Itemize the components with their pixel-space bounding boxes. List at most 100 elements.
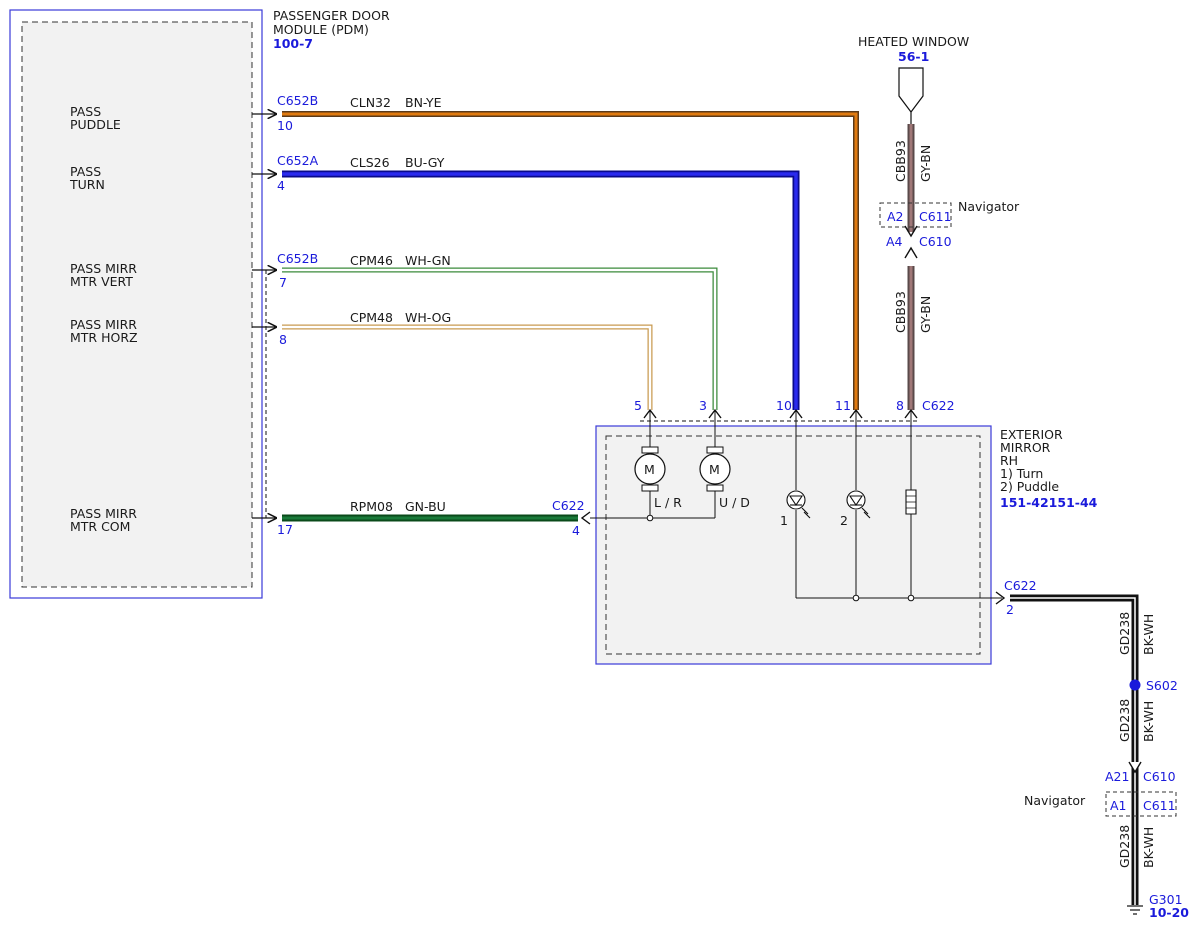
pdm-module[interactable] (9, 9, 263, 599)
option-note: Navigator (958, 199, 1020, 214)
connector-label: C610 (1143, 769, 1176, 784)
pin-number: 5 (634, 398, 642, 413)
pin-number: 8 (896, 398, 904, 413)
junction-dot (907, 594, 915, 602)
wire-color-label: BK-WH (1141, 614, 1156, 655)
wire-color-label: BK-WH (1141, 701, 1156, 742)
pin-number: 3 (699, 398, 707, 413)
pin-number: A1 (1110, 798, 1127, 813)
wire-color-label: GY-BN (918, 296, 933, 333)
motor-label: U / D (719, 495, 750, 510)
connector-label: C652B (277, 251, 318, 266)
pdm-pin-label: MTR COM (70, 519, 130, 534)
led-turn-icon (786, 490, 811, 519)
pin-number: 8 (279, 332, 287, 347)
wire-color-label: GN-BU (405, 499, 446, 514)
chevron-left-icon (580, 511, 591, 525)
inline-connector-c611[interactable] (1105, 791, 1177, 817)
chevron-up-icon (904, 246, 918, 259)
motor-lr-icon (634, 446, 666, 492)
pin-number: A4 (886, 234, 903, 249)
circuit-label: GD238 (1117, 699, 1132, 742)
pdm-pin-label: MTR HORZ (70, 330, 138, 345)
lamp-number: 1 (780, 513, 788, 528)
wire-cpm48[interactable] (282, 324, 653, 410)
heated-window-label: HEATED WINDOW (858, 34, 969, 49)
mirror-label: 1) Turn (1000, 466, 1043, 481)
splice-label: S602 (1146, 678, 1178, 693)
connector-label: C611 (919, 209, 952, 224)
wire-color-label: GY-BN (918, 145, 933, 182)
connector-label: C622 (552, 498, 585, 513)
circuit-label: RPM08 (350, 499, 393, 514)
connector-label: C610 (919, 234, 952, 249)
mirror-label: EXTERIOR (1000, 427, 1063, 442)
circuit-label: CLN32 (350, 95, 391, 110)
option-note: Navigator (1024, 793, 1086, 808)
wire-gd238-upper[interactable] (1010, 594, 1139, 905)
motor-ud-icon (699, 446, 731, 492)
circuit-label: GD238 (1117, 825, 1132, 868)
connector-label: C652B (277, 93, 318, 108)
pdm-ref[interactable]: 100-7 (273, 36, 313, 51)
pin-number: A21 (1105, 769, 1129, 784)
pdm-title-line2: MODULE (PDM) (273, 22, 369, 37)
pin-number: 4 (277, 178, 285, 193)
pin-number: 11 (835, 398, 851, 413)
connector-label: C611 (1143, 798, 1176, 813)
wire-color-label: BN-YE (405, 95, 442, 110)
mirror-label: RH (1000, 453, 1018, 468)
wire-color-label: WH-GN (405, 253, 451, 268)
wire-color-label: BU-GY (405, 155, 445, 170)
wire-cpm46[interactable] (282, 267, 718, 410)
motor-symbol: M (644, 462, 655, 477)
circuit-label: CBB93 (893, 140, 908, 182)
pdm-pin-label: PASS (70, 164, 101, 179)
circuit-label: GD238 (1117, 612, 1132, 655)
wire-color-label: WH-OG (405, 310, 451, 325)
heater-grid-icon (906, 495, 916, 509)
circuit-label: CPM46 (350, 253, 393, 268)
pdm-pin-label: MTR VERT (70, 274, 133, 289)
connector-label: C622 (1004, 578, 1037, 593)
pin-number: 4 (572, 523, 580, 538)
pdm-pin-label: TURN (69, 177, 105, 192)
led-puddle-icon (846, 490, 871, 519)
pdm-pin-label: PUDDLE (70, 117, 121, 132)
ground-symbol-icon (1127, 905, 1143, 915)
wire-color-label: BK-WH (1141, 827, 1156, 868)
pin-number: 2 (1006, 602, 1014, 617)
junction-dot (852, 594, 860, 602)
circuit-label: CLS26 (350, 155, 390, 170)
pdm-pin-label: PASS (70, 104, 101, 119)
connector-label: C622 (922, 398, 955, 413)
chevron-down-icon (904, 225, 918, 238)
splice-s602[interactable] (1129, 679, 1141, 691)
pdm-title-line1: PASSENGER DOOR (273, 8, 390, 23)
chevron-down-icon (1128, 761, 1142, 774)
mirror-label: 2) Puddle (1000, 479, 1059, 494)
ground-ref[interactable]: 10-20 (1149, 905, 1189, 920)
junction-dot (646, 514, 654, 522)
pin-number: 10 (776, 398, 792, 413)
lamp-number: 2 (840, 513, 848, 528)
inline-connector-c611[interactable] (879, 202, 952, 228)
pdm-pin-arrows (252, 114, 276, 518)
heated-window-ref[interactable]: 56-1 (898, 49, 929, 64)
wire-cln32[interactable] (282, 111, 859, 410)
connector-label: C652A (277, 153, 319, 168)
wire-cls26[interactable] (282, 170, 800, 410)
ground-point-label: G301 (1149, 892, 1183, 907)
mirror-label: MIRROR (1000, 440, 1051, 455)
heated-window-connector-icon (898, 67, 924, 113)
pdm-pin-label: PASS MIRR (70, 506, 137, 521)
pdm-pin-label: PASS MIRR (70, 317, 137, 332)
pdm-pin-label: PASS MIRR (70, 261, 137, 276)
circuit-label: CBB93 (893, 291, 908, 333)
pin-number: A2 (887, 209, 904, 224)
mirror-ref[interactable]: 151-42151-44 (1000, 495, 1098, 510)
pin-number: 7 (279, 275, 287, 290)
motor-label: L / R (654, 495, 682, 510)
pin-number: 10 (277, 118, 293, 133)
circuit-label: CPM48 (350, 310, 393, 325)
